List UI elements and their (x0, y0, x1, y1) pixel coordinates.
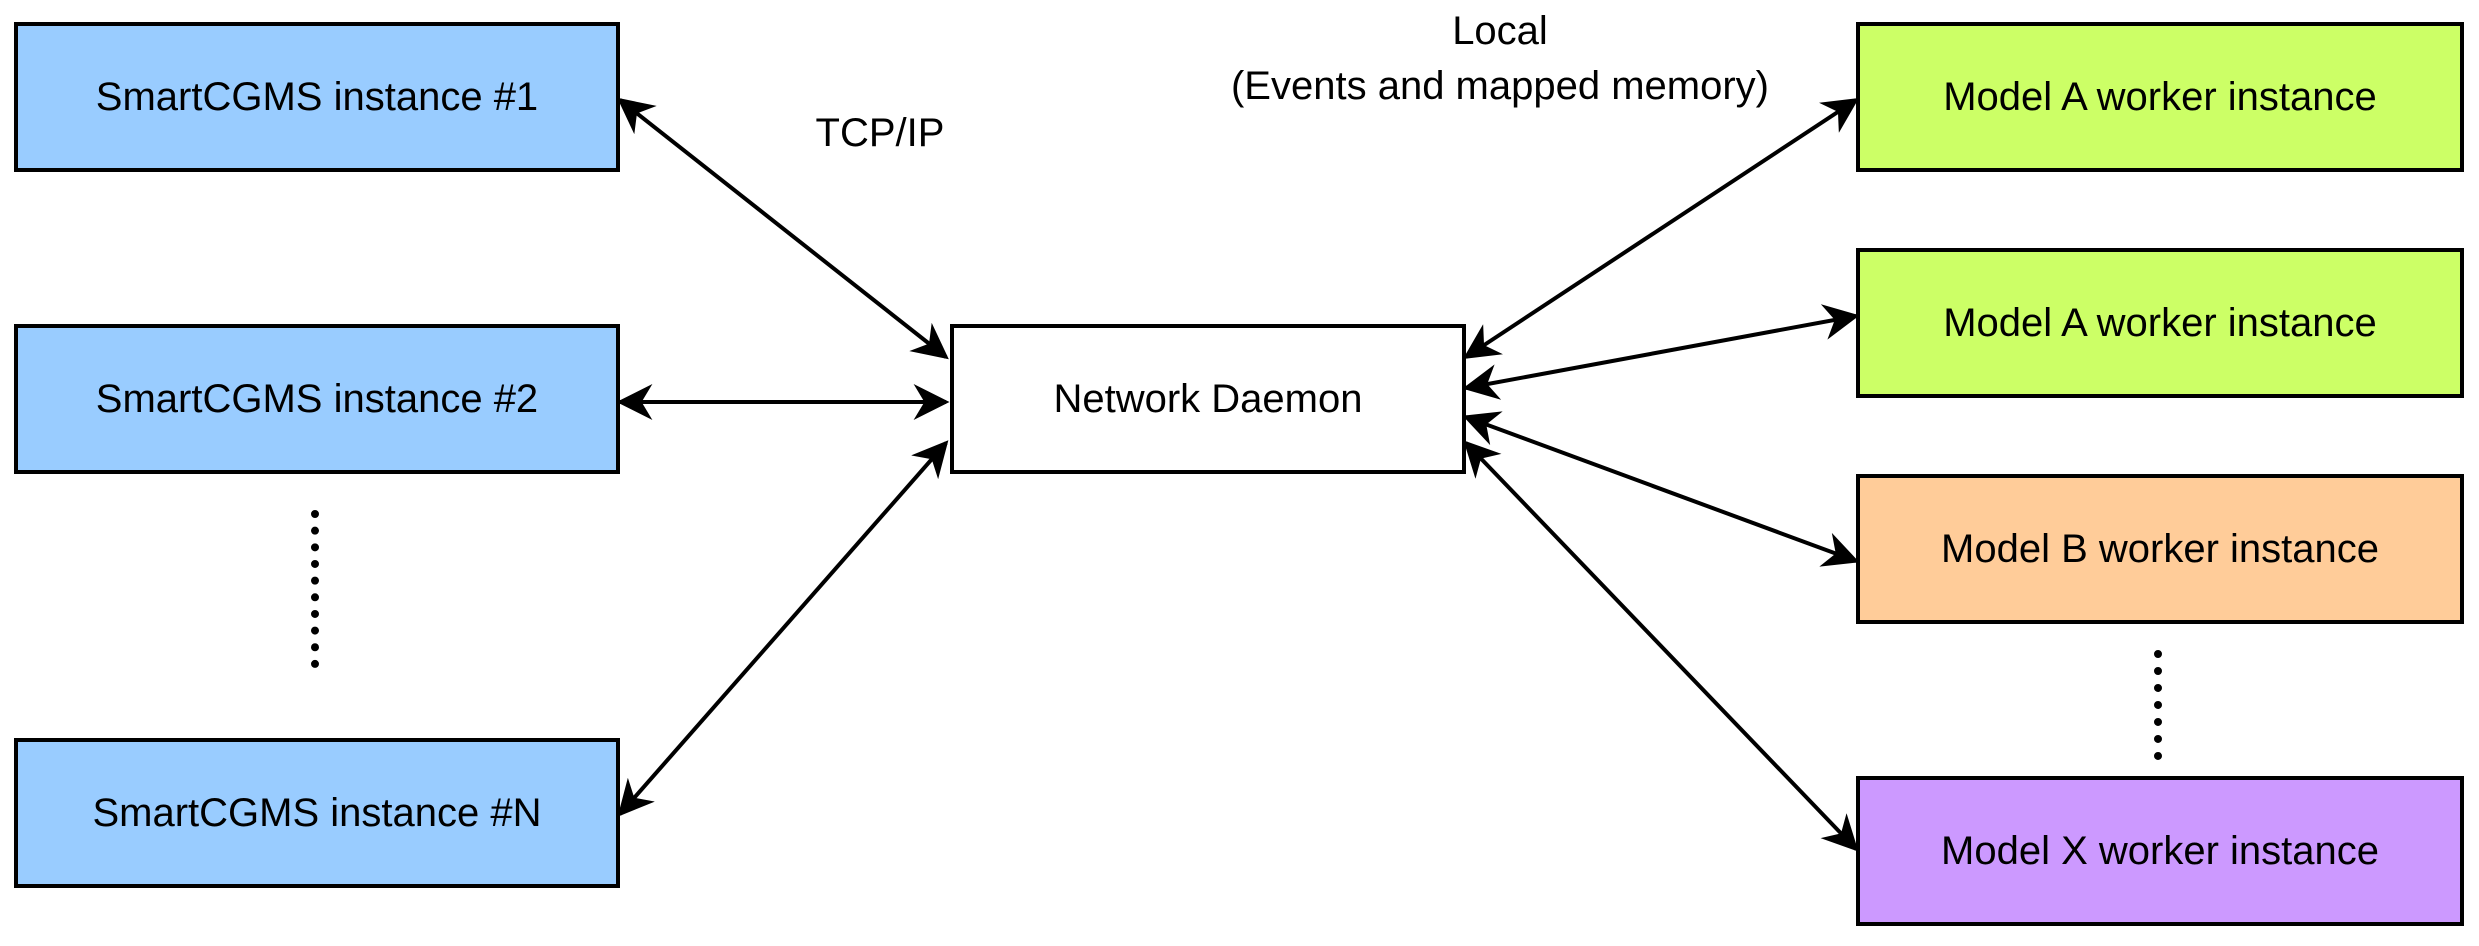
model-x-worker-node: Model X worker instance (1856, 776, 2464, 926)
local-link-label: Local (Events and mapped memory) (1170, 4, 1830, 114)
model-a-worker-1-node: Model A worker instance (1856, 22, 2464, 172)
model-a-worker-2-node: Model A worker instance (1856, 248, 2464, 398)
network-daemon-label: Network Daemon (1053, 376, 1363, 421)
smartcgms-instance-1-label: SmartCGMS instance #1 (95, 74, 539, 119)
model-b-worker-node: Model B worker instance (1856, 474, 2464, 624)
arrow-daemon-worker2 (1462, 304, 1860, 400)
smartcgms-instance-1-node: SmartCGMS instance #1 (14, 22, 620, 172)
arrow-instance1-daemon (617, 97, 949, 360)
left-ellipsis-dots (311, 510, 319, 668)
model-a-worker-1-label: Model A worker instance (1943, 74, 2377, 119)
smartcgms-instance-n-node: SmartCGMS instance #N (14, 738, 620, 888)
arrow-daemon-worker1 (1462, 98, 1860, 359)
arrow-daemon-worker3 (1462, 411, 1860, 567)
arrow-daemon-workerX (1463, 440, 1859, 852)
smartcgms-instance-2-node: SmartCGMS instance #2 (14, 324, 620, 474)
right-ellipsis-dots (2154, 650, 2162, 760)
local-link-label-line1: Local (1452, 9, 1548, 53)
model-b-worker-label: Model B worker instance (1941, 526, 2379, 571)
arrow-instanceN-daemon (617, 440, 949, 817)
model-x-worker-label: Model X worker instance (1941, 828, 2379, 873)
local-link-label-line2: (Events and mapped memory) (1230, 64, 1769, 108)
tcpip-label: TCP/IP (815, 111, 945, 155)
network-daemon-node: Network Daemon (950, 324, 1466, 474)
smartcgms-instance-2-label: SmartCGMS instance #2 (95, 376, 539, 421)
model-a-worker-2-label: Model A worker instance (1943, 300, 2377, 345)
smartcgms-instance-n-label: SmartCGMS instance #N (92, 790, 542, 835)
